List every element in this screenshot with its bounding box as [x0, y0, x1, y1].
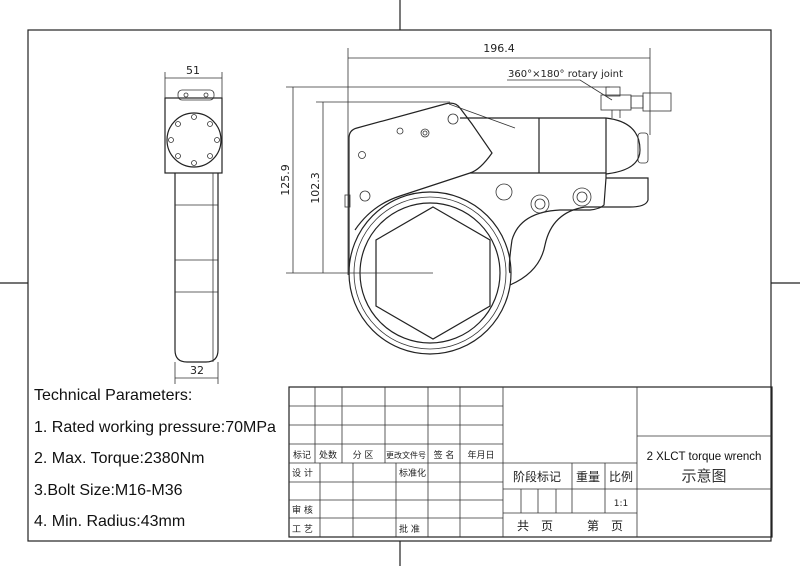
parameter-item: 4. Min. Radius:43mm — [34, 513, 186, 530]
side-width-dimension: 51 — [186, 64, 200, 77]
length-dimension: 196.4 — [483, 42, 515, 55]
hex-socket — [375, 206, 491, 340]
side-bottom-dimension: 32 — [190, 364, 204, 377]
front-view — [286, 48, 672, 355]
total-sheets-label: 共 页 — [517, 519, 553, 533]
stage-mark-label: 阶段标记 — [513, 469, 561, 484]
process-label: 工 艺 — [292, 524, 313, 535]
svg-text:标记: 标记 — [293, 449, 311, 461]
height-dimension-1023: 102.3 — [309, 172, 322, 204]
svg-text:分 区: 分 区 — [353, 450, 374, 461]
sheet-number-label: 第 页 — [587, 519, 623, 533]
technical-parameters: Technical Parameters: 1. Rated working p… — [34, 384, 276, 542]
standardize-label: 标准化 — [399, 467, 426, 479]
side-view — [164, 72, 223, 384]
parameter-item: 3.Bolt Size:M16-M36 — [34, 481, 183, 499]
parameter-item: 2. Max. Torque:2380Nm — [34, 450, 205, 467]
svg-text:年月日: 年月日 — [467, 449, 494, 461]
rotary-joint-label: 360°×180° rotary joint — [508, 69, 623, 80]
parameter-item: 1. Rated working pressure:70MPa — [34, 418, 276, 436]
approve-label: 批 准 — [399, 523, 420, 535]
revision-headers: 标记 处数 分 区 更改文件号 签 名 年月日 — [293, 449, 495, 461]
svg-text:更改文件号: 更改文件号 — [386, 450, 426, 460]
svg-text:签 名: 签 名 — [434, 449, 455, 461]
drawing-title-cn: 示意图 — [681, 467, 726, 485]
scale-value: 1:1 — [614, 499, 628, 509]
scale-label: 比例 — [609, 470, 633, 484]
title-block-grid — [288, 386, 773, 538]
parameters-heading: Technical Parameters: — [34, 387, 193, 404]
review-label: 审 核 — [292, 504, 313, 516]
design-label: 设 计 — [292, 467, 313, 479]
weight-label: 重量 — [576, 470, 600, 484]
height-dimension-1259: 125.9 — [279, 164, 292, 196]
svg-text:处数: 处数 — [319, 449, 337, 461]
drawing-title-en: 2 XLCT torque wrench — [647, 451, 762, 463]
